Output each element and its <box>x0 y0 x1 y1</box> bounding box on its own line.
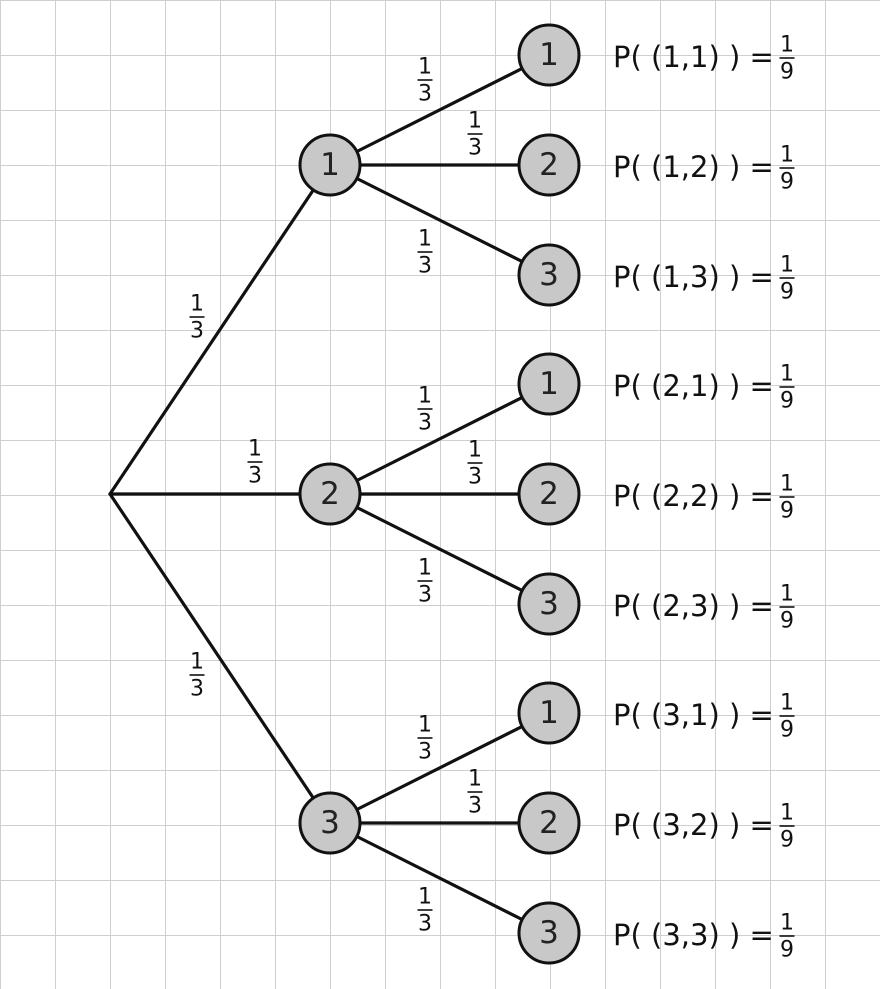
outcome-label-1-1: P( (1,1) ) = <box>613 40 774 74</box>
outcome-label-2-3: P( (2,3) ) = <box>613 589 774 623</box>
node-2 <box>298 462 362 526</box>
leaf-node-1-2 <box>517 133 581 197</box>
root-branch-1-prob-denominator: 3 <box>190 319 204 344</box>
leaf-node-label: 1 <box>539 37 559 73</box>
branch-2-3-prob-denominator: 3 <box>418 583 432 608</box>
branch-2-1-prob-numerator: 1 <box>418 384 432 409</box>
node-label: 1 <box>320 147 340 183</box>
branch-2-3-prob-numerator: 1 <box>418 556 432 581</box>
branch-3-2-prob-denominator: 3 <box>468 794 482 819</box>
branch-2-2-prob-denominator: 3 <box>468 465 482 490</box>
leaf-node-label: 2 <box>539 805 559 841</box>
outcome-3-1-fraction-numerator: 1 <box>780 691 794 716</box>
outcome-1-3-fraction-numerator: 1 <box>780 253 794 278</box>
leaf-node-1-3 <box>517 243 581 307</box>
outcome-label-1-3: P( (1,3) ) = <box>613 260 774 294</box>
leaf-node-2-3 <box>517 572 581 636</box>
branch-3-3-prob-denominator: 3 <box>418 912 432 937</box>
outcome-3-3-fraction-denominator: 9 <box>780 938 794 963</box>
outcome-3-1-fraction-denominator: 9 <box>780 718 794 743</box>
node-1 <box>298 133 362 197</box>
branch-1-1-prob-numerator: 1 <box>418 55 432 80</box>
leaf-node-label: 2 <box>539 147 559 183</box>
edge-3-to-3 <box>328 821 551 935</box>
outcome-1-2-fraction-denominator: 9 <box>780 170 794 195</box>
outcome-1-3-fraction-denominator: 9 <box>780 280 794 305</box>
edge-root-to-3 <box>108 492 332 825</box>
outcome-probabilities: P( (1,1) ) =19P( (1,2) ) =19P( (1,3) ) =… <box>613 33 795 963</box>
outcome-2-1-fraction-numerator: 1 <box>780 362 794 387</box>
leaf-node-label: 3 <box>539 586 559 622</box>
leaf-node-3-3 <box>517 901 581 965</box>
edge-root-to-1 <box>108 163 332 496</box>
leaf-node-label: 3 <box>539 915 559 951</box>
branch-3-1-prob-numerator: 1 <box>418 713 432 738</box>
branch-1-2-prob-denominator: 3 <box>468 136 482 161</box>
root-branch-2-prob-denominator: 3 <box>248 464 262 489</box>
outcome-label-3-3: P( (3,3) ) = <box>613 918 774 952</box>
outcome-label-1-2: P( (1,2) ) = <box>613 150 774 184</box>
tree-edges <box>108 53 551 935</box>
edge-1-to-3 <box>328 163 551 277</box>
branch-3-2-prob-numerator: 1 <box>468 767 482 792</box>
outcome-1-2-fraction-numerator: 1 <box>780 143 794 168</box>
branch-1-3-prob-numerator: 1 <box>418 227 432 252</box>
leaf-node-2-1 <box>517 352 581 416</box>
outcome-2-2-fraction-numerator: 1 <box>780 472 794 497</box>
leaf-node-label: 3 <box>539 257 559 293</box>
outcome-3-2-fraction-numerator: 1 <box>780 801 794 826</box>
outcome-label-3-2: P( (3,2) ) = <box>613 808 774 842</box>
branch-1-1-prob-denominator: 3 <box>418 82 432 107</box>
outcome-label-3-1: P( (3,1) ) = <box>613 698 774 732</box>
edge-2-to-3 <box>328 492 551 606</box>
branch-1-2-prob-numerator: 1 <box>468 109 482 134</box>
edge-1-to-1 <box>328 53 551 167</box>
branch-1-3-prob-denominator: 3 <box>418 254 432 279</box>
leaf-node-label: 2 <box>539 476 559 512</box>
outcome-label-2-1: P( (2,1) ) = <box>613 369 774 403</box>
outcome-2-1-fraction-denominator: 9 <box>780 389 794 414</box>
root-branch-1-prob-numerator: 1 <box>190 292 204 317</box>
root-branch-3-prob-numerator: 1 <box>190 650 204 675</box>
outcome-1-1-fraction-denominator: 9 <box>780 60 794 85</box>
branch-3-3-prob-numerator: 1 <box>418 885 432 910</box>
leaf-node-3-1 <box>517 681 581 745</box>
outcome-3-2-fraction-denominator: 9 <box>780 828 794 853</box>
edge-3-to-1 <box>328 711 551 825</box>
outcome-label-2-2: P( (2,2) ) = <box>613 479 774 513</box>
leaf-node-2-2 <box>517 462 581 526</box>
leaf-node-3-2 <box>517 791 581 855</box>
outcome-1-1-fraction-numerator: 1 <box>780 33 794 58</box>
branch-2-1-prob-denominator: 3 <box>418 411 432 436</box>
root-branch-3-prob-denominator: 3 <box>190 677 204 702</box>
outcome-2-3-fraction-numerator: 1 <box>780 582 794 607</box>
branch-2-2-prob-numerator: 1 <box>468 438 482 463</box>
leaf-node-1-1 <box>517 23 581 87</box>
leaf-node-label: 1 <box>539 695 559 731</box>
root-branch-2-prob-numerator: 1 <box>248 437 262 462</box>
node-label: 3 <box>320 805 340 841</box>
outcome-3-3-fraction-numerator: 1 <box>780 911 794 936</box>
branch-3-1-prob-denominator: 3 <box>418 740 432 765</box>
outcome-2-2-fraction-denominator: 9 <box>780 499 794 524</box>
edge-2-to-1 <box>328 382 551 496</box>
leaf-node-label: 1 <box>539 366 559 402</box>
node-3 <box>298 791 362 855</box>
node-label: 2 <box>320 476 340 512</box>
outcome-2-3-fraction-denominator: 9 <box>780 609 794 634</box>
